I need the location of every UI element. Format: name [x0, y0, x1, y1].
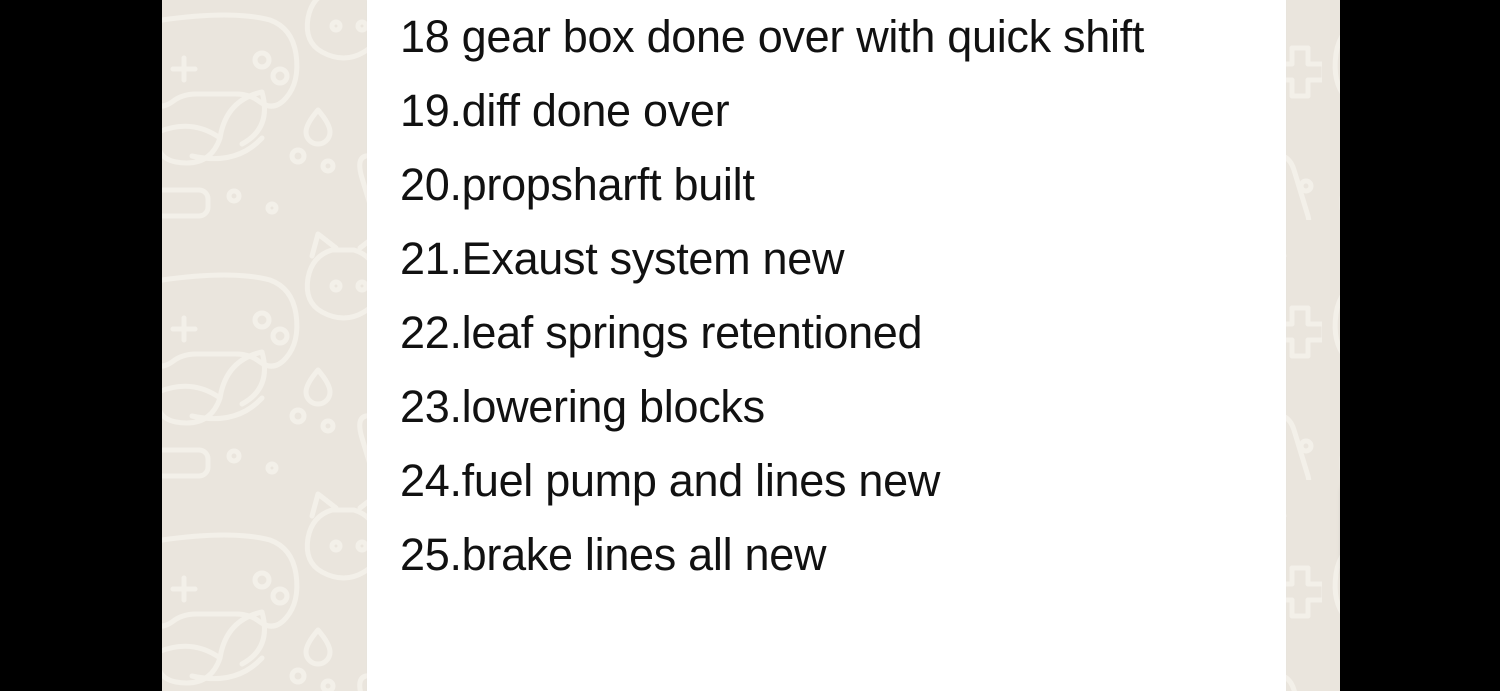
message-text: 18 gear box done over with quick shift 1…: [400, 11, 1145, 580]
letterbox-left: [0, 0, 162, 691]
incoming-message-bubble[interactable]: 18 gear box done over with quick shift 1…: [367, 0, 1286, 691]
chat-wallpaper: 18 gear box done over with quick shift 1…: [162, 0, 1340, 691]
letterbox-right: [1340, 0, 1500, 691]
